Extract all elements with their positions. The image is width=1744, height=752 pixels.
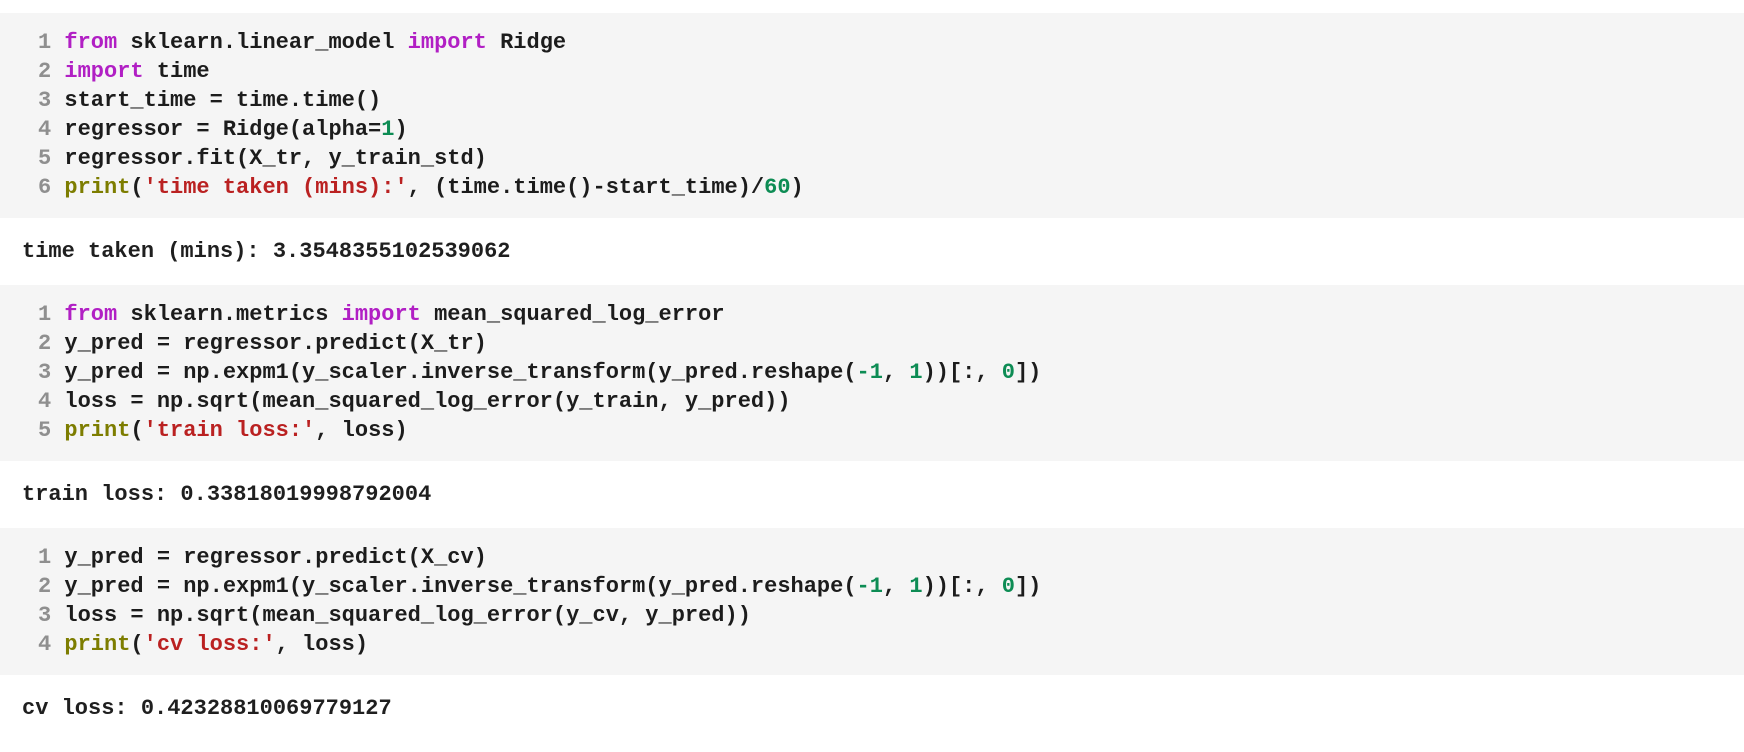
- code-token: -1: [856, 360, 883, 385]
- code-line: 5 print('train loss:', loss): [38, 416, 1724, 445]
- code-token: ,: [882, 360, 910, 385]
- line-number: 1: [38, 302, 52, 327]
- line-number: 3: [38, 603, 52, 628]
- code-token: ))[:,: [922, 574, 1002, 599]
- code-token: from: [64, 30, 118, 55]
- code-token: 60: [764, 175, 791, 200]
- code-token: 0: [1001, 574, 1015, 599]
- code-token: ): [790, 175, 804, 200]
- line-number: 2: [38, 574, 52, 599]
- line-number: 2: [38, 59, 52, 84]
- code-token: , loss): [275, 632, 369, 657]
- code-line: 2 import time: [38, 57, 1724, 86]
- code-token: sklearn.metrics: [117, 302, 342, 327]
- code-line: 1 from sklearn.metrics import mean_squar…: [38, 300, 1724, 329]
- code-token: ))[:,: [922, 360, 1002, 385]
- code-line: 2 y_pred = regressor.predict(X_tr): [38, 329, 1724, 358]
- code-line: 4 loss = np.sqrt(mean_squared_log_error(…: [38, 387, 1724, 416]
- code-token: 'time taken (mins):': [143, 175, 408, 200]
- code-token: regressor = Ridge(alpha=: [64, 117, 382, 142]
- code-token: 0: [1001, 360, 1015, 385]
- code-token: y_pred = regressor.predict(X_cv): [64, 545, 487, 570]
- output-time-taken: time taken (mins): 3.3548355102539062: [22, 239, 511, 264]
- output-cv-loss: cv loss: 0.42328810069779127: [22, 696, 392, 721]
- code-line: 3 y_pred = np.expm1(y_scaler.inverse_tra…: [38, 358, 1724, 387]
- code-token: ,: [882, 574, 910, 599]
- code-token: print: [64, 175, 131, 200]
- code-token: 1: [909, 574, 923, 599]
- code-token: 'train loss:': [143, 418, 316, 443]
- line-number: 1: [38, 30, 52, 55]
- code-line: 4 regressor = Ridge(alpha=1): [38, 115, 1724, 144]
- line-number: 6: [38, 175, 52, 200]
- code-token: -1: [856, 574, 883, 599]
- code-line: 3 start_time = time.time(): [38, 86, 1724, 115]
- code-token: ]): [1014, 360, 1042, 385]
- code-token: from: [64, 302, 118, 327]
- code-token: print: [64, 632, 131, 657]
- code-token: regressor.fit(X_tr, y_train_std): [64, 146, 487, 171]
- code-line: 3 loss = np.sqrt(mean_squared_log_error(…: [38, 601, 1724, 630]
- line-number: 3: [38, 360, 52, 385]
- code-token: start_time = time.time(): [64, 88, 382, 113]
- code-token: ]): [1014, 574, 1042, 599]
- line-number: 5: [38, 146, 52, 171]
- code-token: 1: [909, 360, 923, 385]
- code-line: 4 print('cv loss:', loss): [38, 630, 1724, 659]
- code-token: ): [394, 117, 408, 142]
- code-cell-ridge-fit[interactable]: 1 from sklearn.linear_model import Ridge…: [0, 13, 1744, 218]
- notebook-cell-list: 1 from sklearn.linear_model import Ridge…: [0, 13, 1744, 721]
- code-line: 5 regressor.fit(X_tr, y_train_std): [38, 144, 1724, 173]
- code-line: 1 from sklearn.linear_model import Ridge: [38, 28, 1724, 57]
- code-token: (: [130, 632, 144, 657]
- code-token: (: [130, 418, 144, 443]
- output-train-loss: train loss: 0.33818019998792004: [22, 482, 432, 507]
- code-cell-train-loss[interactable]: 1 from sklearn.metrics import mean_squar…: [0, 285, 1744, 461]
- code-cell-cv-loss[interactable]: 1 y_pred = regressor.predict(X_cv)2 y_pr…: [0, 528, 1744, 675]
- line-number: 5: [38, 418, 52, 443]
- line-number: 4: [38, 632, 52, 657]
- code-token: , loss): [315, 418, 408, 443]
- code-token: (: [130, 175, 144, 200]
- line-number: 2: [38, 331, 52, 356]
- code-token: 'cv loss:': [143, 632, 276, 657]
- code-token: loss = np.sqrt(mean_squared_log_error(y_…: [64, 603, 751, 628]
- code-token: print: [64, 418, 131, 443]
- code-token: Ridge: [486, 30, 567, 55]
- code-token: time: [143, 59, 210, 84]
- line-number: 4: [38, 117, 52, 142]
- code-line: 6 print('time taken (mins):', (time.time…: [38, 173, 1724, 202]
- code-token: loss = np.sqrt(mean_squared_log_error(y_…: [64, 389, 791, 414]
- code-token: 1: [381, 117, 395, 142]
- code-line: 1 y_pred = regressor.predict(X_cv): [38, 543, 1724, 572]
- code-token: sklearn.linear_model: [117, 30, 408, 55]
- line-number: 4: [38, 389, 52, 414]
- code-line: 2 y_pred = np.expm1(y_scaler.inverse_tra…: [38, 572, 1724, 601]
- code-token: import: [407, 30, 487, 55]
- code-token: y_pred = regressor.predict(X_tr): [64, 331, 487, 356]
- code-token: y_pred = np.expm1(y_scaler.inverse_trans…: [64, 574, 857, 599]
- code-token: import: [341, 302, 421, 327]
- line-number: 3: [38, 88, 52, 113]
- code-token: mean_squared_log_error: [420, 302, 725, 327]
- code-token: , (time.time()-start_time)/: [407, 175, 765, 200]
- line-number: 1: [38, 545, 52, 570]
- code-token: y_pred = np.expm1(y_scaler.inverse_trans…: [64, 360, 857, 385]
- code-token: import: [64, 59, 144, 84]
